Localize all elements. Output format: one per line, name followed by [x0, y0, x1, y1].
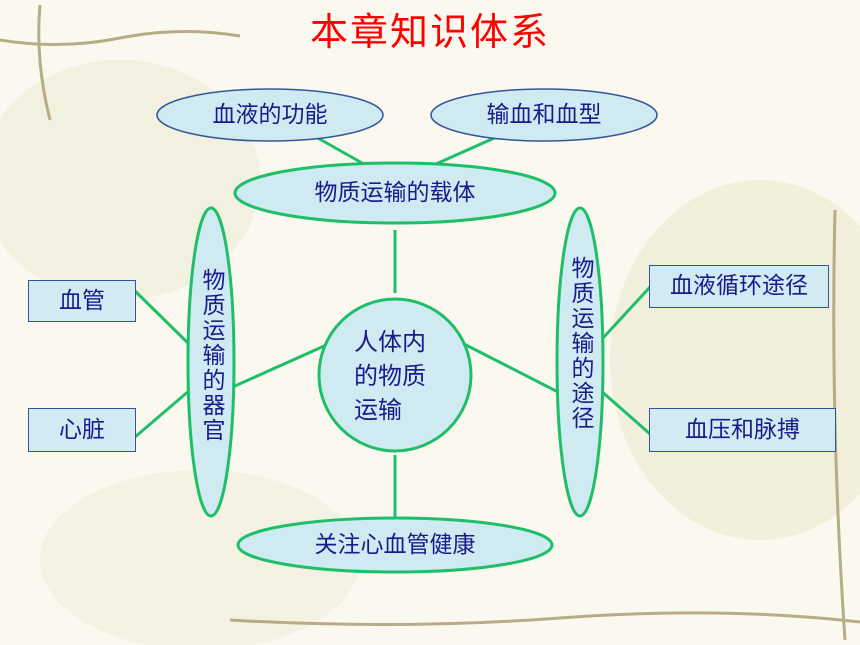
right-vertical-shape	[555, 206, 605, 518]
page-title: 本章知识体系	[309, 10, 550, 54]
left-vertical-shape	[186, 206, 236, 518]
top-oval-shape	[233, 161, 557, 225]
connector-center-left	[225, 340, 334, 392]
top-oval-label: 物质运输的载体	[314, 180, 476, 206]
right-vertical-label: 物质运输的途径	[567, 256, 593, 431]
connector-right-lower	[599, 388, 651, 436]
right-box-pressure-pulse: 血压和脉搏	[649, 408, 836, 452]
top-left-label: 血液的功能	[212, 102, 328, 128]
connector-right-upper	[601, 285, 652, 340]
bottom-oval-shape	[236, 516, 554, 574]
connector-left-lower	[134, 388, 191, 439]
center-label: 人体内 的物质 运输	[354, 328, 426, 424]
connector-left-upper	[133, 289, 192, 347]
center-circle-shape	[317, 297, 473, 453]
left-box-blood-vessel: 血管	[28, 280, 136, 322]
top-right-oval-shape	[430, 88, 658, 142]
top-right-label: 输血和血型	[486, 102, 602, 128]
left-box-heart: 心脏	[28, 408, 136, 452]
connector-center-right	[461, 341, 563, 396]
top-left-oval-shape	[156, 88, 384, 142]
right-box-circulation: 血液循环途径	[649, 265, 829, 308]
bottom-oval-label: 关注心血管健康	[314, 532, 476, 558]
left-vertical-label: 物质运输的器官	[198, 268, 224, 443]
